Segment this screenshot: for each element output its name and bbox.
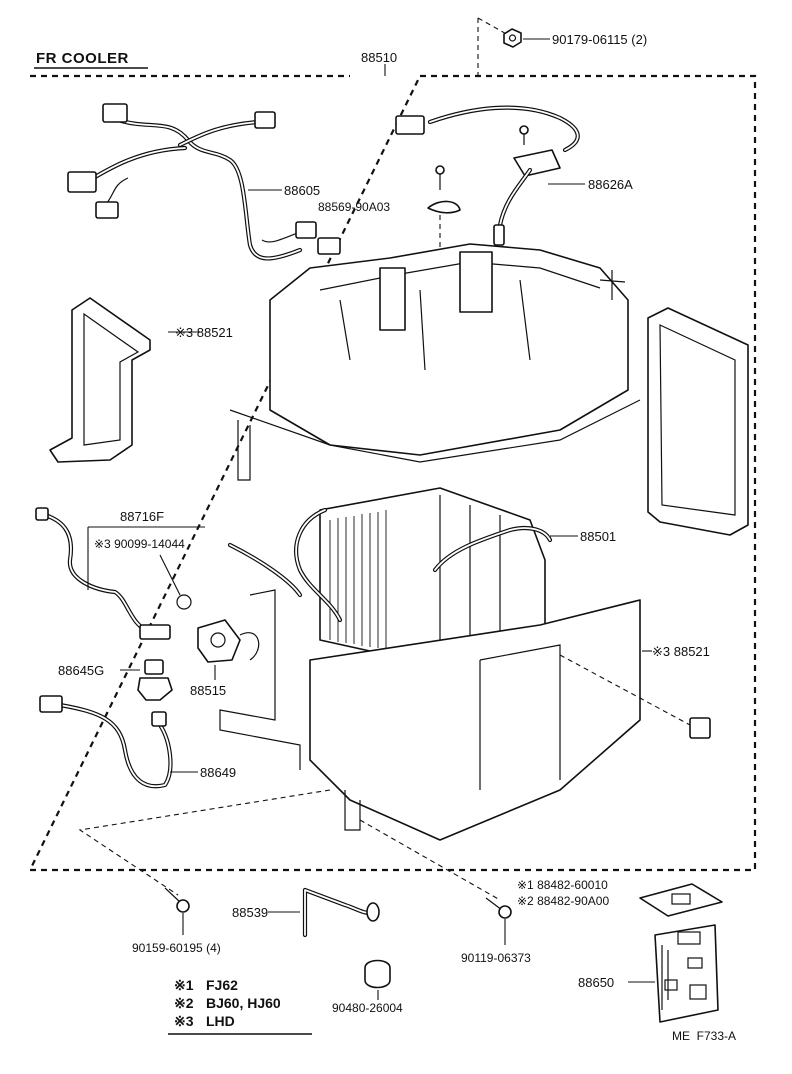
legend-text-3: LHD	[206, 1013, 235, 1029]
figure-code: ME F733-A	[672, 1029, 736, 1043]
label-amplifier: 88650	[578, 975, 614, 990]
lower-case-part	[219, 589, 711, 841]
valve-part	[197, 619, 260, 680]
label-oring: ※3 90099-14044	[94, 537, 185, 551]
legend-mark-1: ※1	[174, 977, 194, 993]
label-amp-1: ※1 88482-60010	[517, 878, 608, 892]
legend-mark-3: ※3	[174, 1013, 194, 1029]
legend: ※1 FJ62 ※2 BJ60, HJ60 ※3 LHD	[168, 977, 312, 1035]
nut-top-part	[477, 17, 550, 76]
label-evaporator: 88501	[580, 529, 616, 544]
clamp-part	[427, 165, 461, 320]
label-harness: 88605	[284, 183, 320, 198]
label-grommet: 90480-26004	[332, 1001, 403, 1015]
evaporator-part	[294, 487, 578, 663]
legend-text-2: BJ60, HJ60	[206, 995, 281, 1011]
label-drain-hose: 88539	[232, 905, 268, 920]
label-upper-case: ※3 88521	[175, 325, 233, 340]
screw-left-part	[164, 887, 190, 935]
label-assembly: 88510	[361, 50, 397, 65]
label-screw-right: 90119-06373	[461, 951, 531, 965]
legend-text-1: FJ62	[206, 977, 238, 993]
switch-part	[120, 624, 173, 701]
label-amp-2: ※2 88482-90A00	[517, 894, 609, 908]
screw-right-part	[485, 897, 512, 945]
harness-part	[67, 103, 341, 261]
right-frame-part	[647, 307, 749, 536]
label-valve: 88515	[190, 683, 226, 698]
label-lower-case: ※3 88521	[652, 644, 710, 659]
amplifier-part	[628, 924, 719, 1023]
liquid-tube-part	[35, 507, 303, 635]
thermistor-wire-part	[395, 105, 585, 246]
legend-mark-2: ※2	[174, 995, 194, 1011]
label-thermistor-wire: 88626A	[588, 177, 633, 192]
left-frame-part	[49, 297, 151, 463]
label-switch-wire: 88649	[200, 765, 236, 780]
label-switch: 88645G	[58, 663, 104, 678]
label-nut-top: 90179-06115 (2)	[552, 32, 647, 47]
diagram-title: FR COOLER	[36, 50, 129, 67]
label-clamp: 88569-90A03	[318, 200, 390, 214]
grommet-part	[364, 959, 391, 1000]
upper-case-part	[168, 243, 641, 481]
drain-hose-part	[268, 887, 380, 938]
oring-part	[176, 594, 192, 610]
switch-wire-part	[39, 695, 198, 789]
label-screw-left: 90159-60195 (4)	[132, 941, 221, 955]
label-liquid-tube: 88716F	[120, 509, 164, 524]
assembly-frame	[28, 64, 757, 872]
amplifier-cover-part	[639, 883, 723, 917]
